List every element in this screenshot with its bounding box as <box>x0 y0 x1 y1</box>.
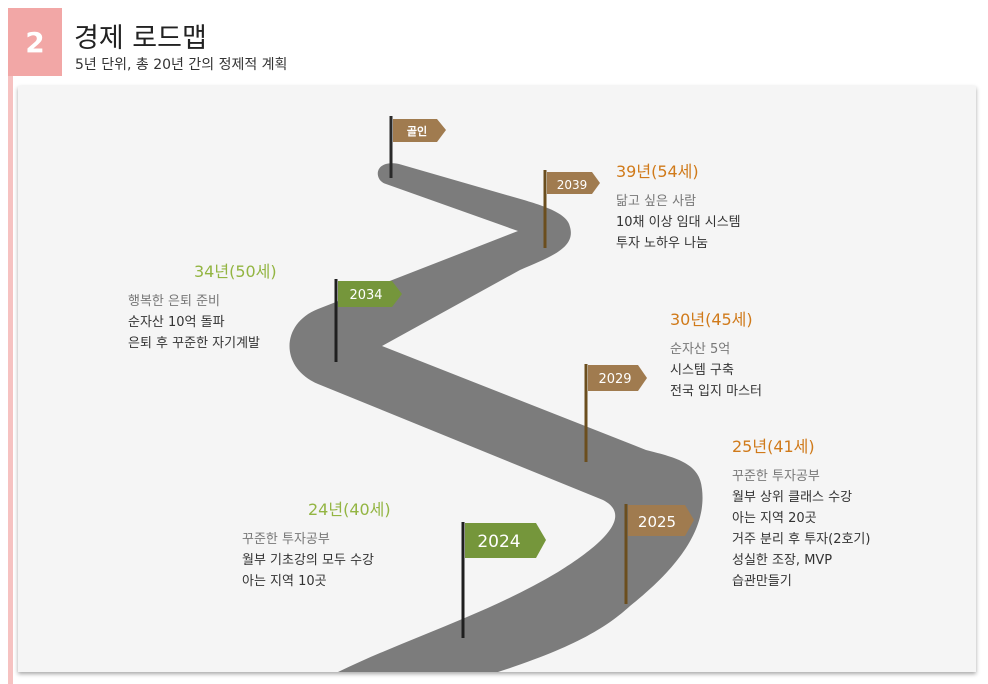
milestone-line: 꾸준한 투자공부 <box>732 469 820 484</box>
milestone-age: 25년(41세) <box>732 437 815 456</box>
milestone-line: 습관만들기 <box>732 574 792 589</box>
milestone-line: 성실한 조장, MVP <box>732 553 833 568</box>
milestone-line: 꾸준한 투자공부 <box>242 532 330 547</box>
flag-2029: 2029 <box>584 364 647 462</box>
flag-2034-banner <box>338 281 402 307</box>
milestone-line: 투자 노하우 나눔 <box>616 236 708 251</box>
milestone-line: 순자산 10억 돌파 <box>128 315 225 330</box>
milestone-line: 거주 분리 후 투자(2호기) <box>732 532 871 547</box>
flag-2025-banner <box>628 505 694 536</box>
roadmap-panel: 골인 2039 2034 2029 2025 <box>18 86 976 672</box>
roadmap-diagram: 골인 2039 2034 2029 2025 <box>289 116 703 672</box>
milestone-age: 39년(54세) <box>616 162 699 181</box>
section-rule <box>8 76 13 684</box>
milestone-line: 닮고 싶은 사람 <box>616 194 697 209</box>
flag-goal-label: 골인 <box>407 124 427 138</box>
flag-2034: 2034 <box>334 279 402 362</box>
flag-2039-label: 2039 <box>557 178 588 192</box>
flag-goal: 골인 <box>389 116 446 178</box>
flag-2024-label: 2024 <box>477 532 520 552</box>
flag-2024: 2024 <box>461 522 546 638</box>
milestone-line: 아는 지역 10곳 <box>242 574 327 589</box>
milestone-age: 34년(50세) <box>194 262 277 281</box>
flag-2039-banner <box>547 172 600 194</box>
milestone-line: 월부 기초강의 모두 수강 <box>242 553 374 568</box>
milestone-2029-info: 30년(45세) 순자산 5억 시스템 구축 전국 입지 마스터 <box>670 306 762 402</box>
milestone-line: 은퇴 후 꾸준한 자기계발 <box>128 336 260 351</box>
milestone-age: 30년(45세) <box>670 310 753 329</box>
milestone-2025-info: 25년(41세) 꾸준한 투자공부 월부 상위 클래스 수강 아는 지역 20곳… <box>732 433 870 592</box>
milestone-2039-info: 39년(54세) 닮고 싶은 사람 10채 이상 임대 시스템 투자 노하우 나… <box>616 158 741 254</box>
milestone-line: 시스템 구축 <box>670 363 734 378</box>
flag-2034-label: 2034 <box>349 288 382 303</box>
flag-2029-label: 2029 <box>598 372 631 387</box>
flag-goal-banner <box>393 119 446 142</box>
milestone-line: 행복한 은퇴 준비 <box>128 294 220 309</box>
milestone-line: 전국 입지 마스터 <box>670 384 762 399</box>
page-title: 경제 로드맵 <box>74 23 207 54</box>
milestone-age: 24년(40세) <box>308 500 391 519</box>
flag-2029-banner <box>588 365 647 391</box>
flag-2039: 2039 <box>543 170 600 248</box>
flag-2025-label: 2025 <box>638 513 676 531</box>
milestone-line: 월부 상위 클래스 수강 <box>732 490 853 505</box>
milestone-line: 아는 지역 20곳 <box>732 511 817 526</box>
milestone-2034-info: 34년(50세) 행복한 은퇴 준비 순자산 10억 돌파 은퇴 후 꾸준한 자… <box>128 258 277 354</box>
milestone-line: 순자산 5억 <box>670 342 731 357</box>
milestone-line: 10채 이상 임대 시스템 <box>616 215 741 230</box>
section-number-badge: 2 <box>8 8 62 76</box>
page-subtitle: 5년 단위, 총 20년 간의 정제적 계획 <box>75 57 288 73</box>
flag-2025: 2025 <box>624 504 694 604</box>
milestone-2024-info: 24년(40세) 꾸준한 투자공부 월부 기초강의 모두 수강 아는 지역 10… <box>242 496 391 592</box>
flag-2024-banner <box>465 523 546 558</box>
